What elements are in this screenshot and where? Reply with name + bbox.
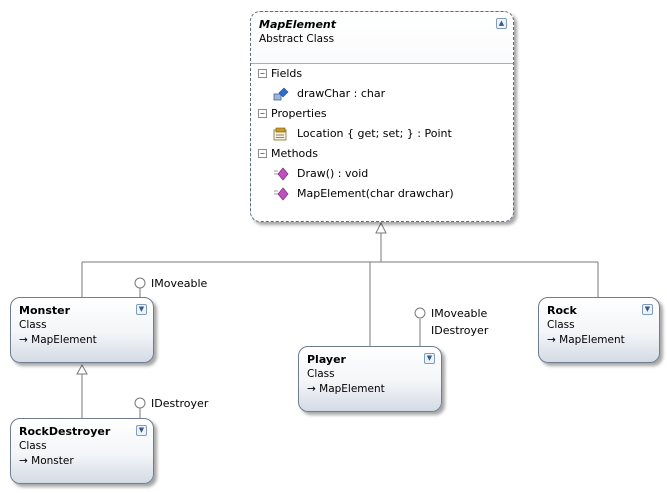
inheritance-arrow-monster [76, 363, 88, 375]
class-kind: Class [19, 319, 47, 331]
method-item[interactable]: MapElement(char drawchar) [251, 184, 513, 204]
method-icon [274, 187, 289, 201]
interface-label-player-idestroyer: IDestroyer [431, 324, 489, 337]
base-class-name: MapElement [319, 383, 385, 395]
class-shape-monster[interactable]: Monster Class → MapElement ▼ [10, 297, 154, 363]
base-class-name: Monster [31, 455, 74, 467]
base-class-ref: → MapElement [547, 334, 625, 346]
inheritance-arrow-mapelement [375, 221, 387, 234]
section-header-fields[interactable]: − Fields [251, 64, 513, 84]
expand-down-icon[interactable]: ▼ [642, 304, 653, 315]
class-name: RockDestroyer [19, 425, 111, 438]
class-kind: Class [307, 368, 335, 380]
class-kind: Class [547, 319, 575, 331]
lollipop-monster-imoveable [134, 277, 146, 289]
class-shape-rock[interactable]: Rock Class → MapElement ▼ [538, 297, 660, 363]
method-item[interactable]: Draw() : void [251, 164, 513, 184]
class-name: Monster [19, 304, 71, 317]
section-header-methods[interactable]: − Methods [251, 144, 513, 164]
class-name: MapElement [259, 18, 336, 31]
class-name: Rock [547, 304, 577, 317]
property-item[interactable]: Location { get; set; } : Point [251, 124, 513, 144]
section-label: Fields [271, 67, 303, 80]
interface-label-rockdestroyer-idestroyer: IDestroyer [151, 397, 209, 410]
interface-label-player-imoveable: IMoveable [431, 307, 488, 320]
section-header-properties[interactable]: − Properties [251, 104, 513, 124]
section-collapse-icon[interactable]: − [258, 149, 267, 158]
lollipop-rockdestroyer-idestroyer [134, 397, 146, 409]
class-shape-mapelement[interactable]: MapElement Abstract Class ▲ − Fields dra… [250, 11, 514, 222]
class-name: Player [307, 353, 346, 366]
expand-down-icon[interactable]: ▼ [424, 353, 435, 364]
base-class-ref: → MapElement [307, 383, 385, 395]
section-label: Properties [271, 107, 327, 120]
expand-down-icon[interactable]: ▼ [136, 304, 147, 315]
method-label: Draw() : void [297, 167, 369, 180]
collapse-up-icon[interactable]: ▲ [496, 18, 507, 29]
section-label: Methods [271, 147, 318, 160]
interface-label-monster-imoveable: IMoveable [151, 277, 208, 290]
base-class-name: MapElement [31, 334, 97, 346]
method-icon [274, 167, 289, 181]
field-item[interactable]: drawChar : char [251, 84, 513, 104]
section-collapse-icon[interactable]: − [258, 109, 267, 118]
field-label: drawChar : char [297, 87, 386, 100]
class-compartments: − Fields drawChar : char − Properties Lo… [251, 63, 513, 221]
property-label: Location { get; set; } : Point [297, 127, 452, 140]
base-class-ref: → Monster [19, 455, 74, 467]
class-kind: Class [19, 440, 47, 452]
method-label: MapElement(char drawchar) [297, 187, 454, 200]
lollipop-player [414, 307, 426, 319]
class-shape-rockdestroyer[interactable]: RockDestroyer Class → Monster ▼ [10, 418, 154, 484]
property-icon [273, 127, 287, 141]
section-collapse-icon[interactable]: − [258, 69, 267, 78]
expand-down-icon[interactable]: ▼ [136, 425, 147, 436]
class-shape-player[interactable]: Player Class → MapElement ▼ [298, 346, 442, 412]
field-icon [273, 87, 289, 101]
base-class-ref: → MapElement [19, 334, 97, 346]
class-kind: Abstract Class [259, 33, 335, 45]
base-class-name: MapElement [559, 334, 625, 346]
